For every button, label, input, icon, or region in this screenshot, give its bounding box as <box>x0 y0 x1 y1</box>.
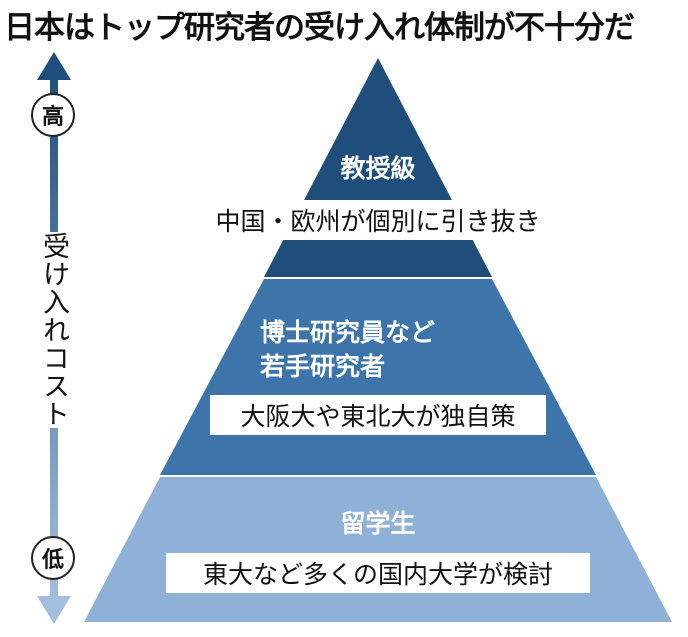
axis-arrow-down-icon <box>37 596 71 624</box>
diagram-title: 日本はトップ研究者の受け入れ体制が不十分だ <box>4 10 635 46</box>
tier-heading-postdoc: 博士研究員など 若手研究者 <box>260 316 480 384</box>
axis-arrow-up-icon <box>37 52 71 80</box>
tier-heading-professor: 教授級 <box>340 154 416 183</box>
tier-heading-postdoc-line2: 若手研究者 <box>260 352 386 381</box>
tier-heading-postdoc-line1: 博士研究員など <box>260 318 436 347</box>
tier-note-professor: 中国・欧州が個別に引き抜き <box>200 200 556 240</box>
tier-note-students: 東大など多くの国内大学が検討 <box>166 553 590 593</box>
pyramid-tier-bottom <box>84 477 672 622</box>
axis-low-label: 低 <box>31 536 75 580</box>
axis-high-label: 高 <box>31 93 75 137</box>
tier-heading-students: 留学生 <box>340 509 416 538</box>
axis-label: 受け入れコスト <box>34 232 73 428</box>
tier-note-postdoc: 大阪大や東北大が独自策 <box>210 395 546 435</box>
